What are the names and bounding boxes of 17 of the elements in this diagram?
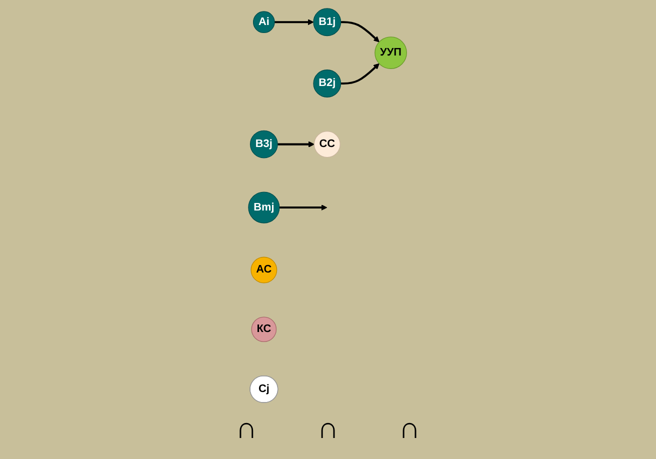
arrow xyxy=(280,204,328,210)
node-circle: B2j xyxy=(314,69,342,97)
node-circle: Ai xyxy=(253,10,276,33)
arrow xyxy=(278,140,315,147)
node-circle: КС xyxy=(252,316,278,342)
intersection-symbol: ∩ xyxy=(317,412,339,446)
intersection-symbol: ∩ xyxy=(236,412,258,446)
arrow xyxy=(274,18,314,25)
node-circle: Bmj xyxy=(248,191,280,223)
intersection-symbol: ∩ xyxy=(398,412,420,446)
node-circle: СС xyxy=(314,130,341,158)
node-circle: B1j xyxy=(314,8,342,36)
node-circle: УУП xyxy=(375,36,408,68)
node-circle: АС xyxy=(251,256,278,283)
arrow xyxy=(341,20,380,42)
node-circle: B3j xyxy=(250,130,278,158)
arrow xyxy=(341,62,380,84)
